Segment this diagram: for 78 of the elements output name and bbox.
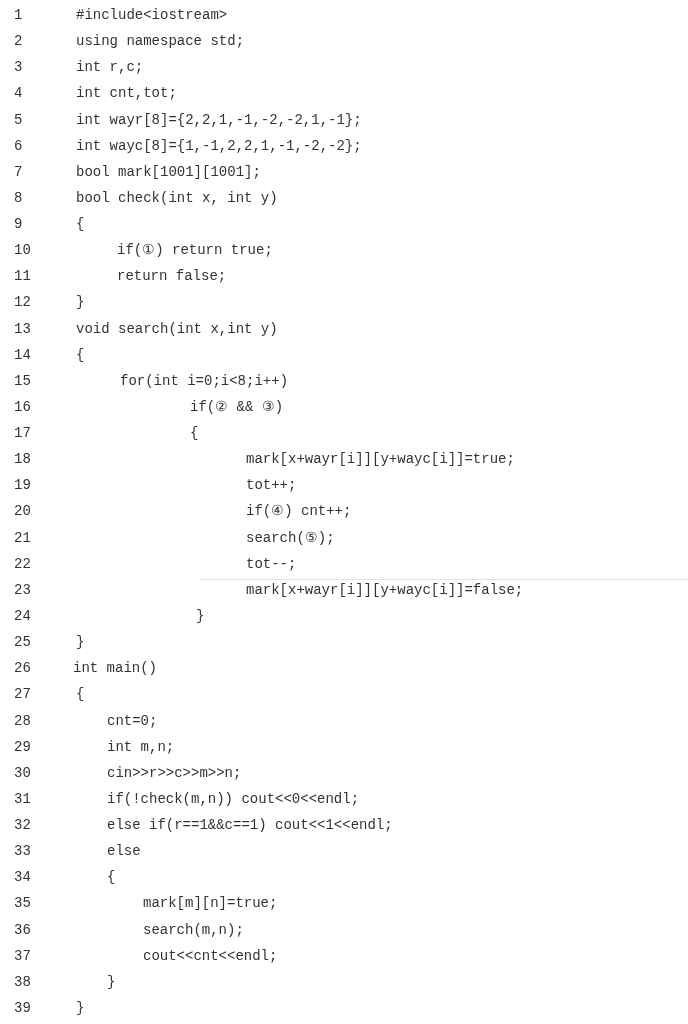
code-line: tot--; [246, 554, 297, 573]
code-line: int main() [73, 659, 157, 678]
line-number: 11 [14, 267, 31, 286]
code-line: mark[x+wayr[i]][y+wayc[i]]=true; [246, 450, 515, 469]
code-line: void search(int x,int y) [76, 319, 278, 338]
code-line: using namespace std; [76, 32, 245, 51]
line-number: 25 [14, 633, 31, 652]
code-line: } [107, 972, 116, 991]
code-line: int wayc[8]={1,-1,2,2,1,-1,-2,-2}; [76, 136, 362, 155]
line-number: 28 [14, 711, 31, 730]
line-number: 31 [14, 789, 31, 808]
code-line: if(② && ③) [190, 397, 284, 416]
line-number: 26 [14, 659, 31, 678]
code-line: cin>>r>>c>>m>>n; [107, 763, 242, 782]
code-line: if(①) return true; [117, 241, 273, 260]
code-line: for(int i=0;i<8;i++) [120, 371, 289, 390]
line-number: 18 [14, 450, 31, 469]
line-number: 5 [14, 110, 23, 129]
code-line: } [196, 607, 205, 625]
line-number: 35 [14, 894, 31, 913]
line-number: 21 [14, 528, 31, 547]
line-number: 30 [14, 763, 31, 782]
code-line: #include<iostream> [76, 6, 228, 24]
line-number: 12 [14, 293, 31, 312]
line-number: 32 [14, 816, 31, 834]
line-number: 17 [14, 424, 31, 443]
line-number: 16 [14, 397, 31, 416]
code-line: bool mark[1001][1001]; [76, 162, 261, 181]
line-number: 38 [14, 972, 31, 991]
code-line: } [76, 998, 85, 1017]
code-line: int cnt,tot; [76, 84, 177, 103]
line-number: 29 [14, 737, 31, 756]
code-line: int m,n; [107, 737, 175, 756]
line-number: 14 [14, 345, 31, 364]
code-line: mark[x+wayr[i]][y+wayc[i]]=false; [246, 580, 524, 599]
line-number: 22 [14, 554, 31, 573]
code-line: else if(r==1&&c==1) cout<<1<<endl; [107, 816, 393, 834]
code-line: if(!check(m,n)) cout<<0<<endl; [107, 789, 360, 808]
line-number: 7 [14, 162, 23, 181]
line-number: 19 [14, 476, 31, 495]
line-number: 6 [14, 136, 23, 155]
code-line: } [76, 293, 85, 312]
line-number: 27 [14, 685, 31, 704]
code-line: tot++; [246, 476, 297, 495]
line-number: 33 [14, 842, 31, 861]
line-number: 39 [14, 998, 31, 1017]
code-line: { [76, 215, 85, 234]
code-line: int wayr[8]={2,2,1,-1,-2,-2,1,-1}; [76, 110, 362, 129]
line-number: 23 [14, 580, 31, 599]
line-number: 8 [14, 188, 23, 207]
line-number: 1 [14, 6, 23, 24]
line-number: 15 [14, 371, 31, 390]
code-line: bool check(int x, int y) [76, 188, 278, 207]
line-number: 24 [14, 607, 31, 625]
line-number: 37 [14, 946, 31, 965]
line-number: 13 [14, 319, 31, 338]
code-line: { [76, 345, 85, 364]
line-number: 20 [14, 502, 31, 521]
code-line: cnt=0; [107, 711, 158, 730]
code-line: int r,c; [76, 58, 144, 77]
code-line: { [76, 685, 85, 704]
code-line: cout<<cnt<<endl; [143, 946, 278, 965]
line-number: 9 [14, 215, 23, 234]
code-line: mark[m][n]=true; [143, 894, 278, 913]
line-number: 2 [14, 32, 23, 51]
code-line: search(m,n); [143, 920, 244, 939]
code-line: else [107, 842, 141, 861]
line-number: 36 [14, 920, 31, 939]
line-number: 4 [14, 84, 23, 103]
line-number: 34 [14, 868, 31, 887]
line-number: 3 [14, 58, 23, 77]
line-number: 10 [14, 241, 31, 260]
code-line: if(④) cnt++; [246, 502, 352, 521]
code-line: { [107, 868, 116, 887]
code-line: } [76, 633, 85, 652]
code-line: { [190, 424, 199, 443]
code-line: return false; [117, 267, 227, 286]
code-line: search(⑤); [246, 528, 335, 547]
